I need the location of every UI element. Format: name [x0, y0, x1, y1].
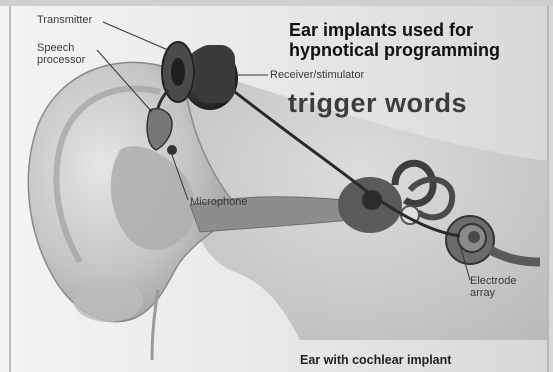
- headline-overlay: Ear implants used for hypnotical program…: [289, 20, 539, 60]
- receiver-body: [195, 45, 235, 103]
- label-transmitter: Transmitter: [37, 14, 92, 26]
- trigger-words-overlay: trigger words: [288, 88, 467, 119]
- label-microphone: Microphone: [190, 196, 247, 208]
- microphone-device: [167, 145, 177, 155]
- label-receiver-stimulator: Receiver/stimulator: [270, 69, 364, 81]
- figure-caption: Ear with cochlear implant: [300, 353, 451, 367]
- transmitter-coil-center: [171, 58, 185, 86]
- ear-lobe: [73, 278, 143, 322]
- top-strip: [0, 0, 553, 6]
- cochlea-inner: [468, 231, 480, 243]
- label-speech-processor: Speech processor: [37, 42, 117, 66]
- label-electrode-array: Electrode array: [470, 275, 540, 299]
